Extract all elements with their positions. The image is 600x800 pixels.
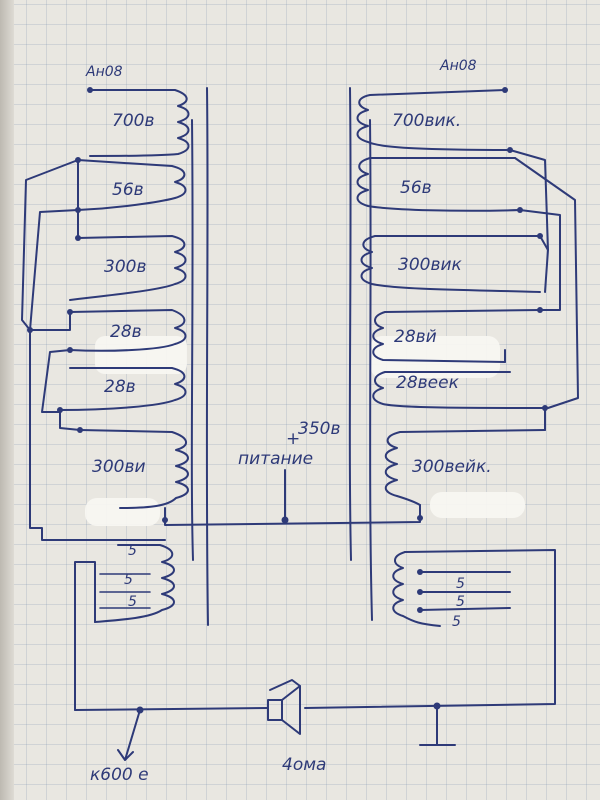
correction-patch-left-bottom bbox=[85, 498, 160, 526]
left-transformer-core bbox=[205, 87, 209, 626]
output-bus bbox=[74, 699, 556, 711]
right-winding-label-300: 300вик bbox=[398, 255, 463, 275]
left-coil-28-b bbox=[59, 367, 187, 411]
supply-bus bbox=[164, 504, 421, 526]
ground-icon bbox=[419, 705, 456, 746]
left-winding-label-300b: 300ви bbox=[92, 457, 146, 477]
output-left-label: к600 е bbox=[90, 765, 149, 785]
left-output-tap-2: 5 bbox=[124, 572, 133, 588]
right-winding-label-56: 56в bbox=[400, 178, 432, 198]
tube-label-left: Ан08 bbox=[85, 64, 123, 80]
output-right-label: 4ома bbox=[282, 755, 326, 775]
left-winding-label-28a: 28в bbox=[110, 322, 142, 342]
left-bus-outer bbox=[21, 159, 79, 331]
correction-patch-right bbox=[370, 336, 500, 378]
right-output-tap-3: 5 bbox=[452, 614, 461, 630]
right-output-coil bbox=[392, 549, 556, 701]
out-left-arrow bbox=[117, 709, 141, 761]
right-coil-300-b bbox=[384, 429, 546, 506]
supply-voltage-label: 350в bbox=[298, 419, 340, 439]
right-coil-700 bbox=[356, 89, 511, 151]
right-transformer-core-inner bbox=[369, 119, 373, 621]
correction-patch-left bbox=[95, 336, 187, 374]
left-winding-label-28b: 28в bbox=[104, 377, 136, 397]
left-coil-700 bbox=[89, 89, 190, 157]
left-winding-label-56: 56в bbox=[112, 180, 144, 200]
right-output-tap-2: 5 bbox=[456, 594, 465, 610]
right-winding-label-300b: 300вейк. bbox=[412, 457, 492, 477]
right-transformer-core bbox=[348, 87, 352, 561]
left-coil-28-a bbox=[69, 309, 187, 352]
right-coil-300 bbox=[360, 235, 541, 293]
right-winding-label-700: 700вик. bbox=[392, 111, 461, 131]
left-output-coil bbox=[74, 544, 175, 711]
page-fold-shadow bbox=[0, 0, 14, 800]
right-coil-28-b bbox=[372, 371, 546, 409]
left-winding-label-700: 700в bbox=[112, 111, 154, 131]
correction-patch-right-bottom bbox=[430, 492, 525, 518]
left-coil-56 bbox=[77, 159, 187, 211]
speaker-icon bbox=[267, 679, 301, 735]
supply-label: питание bbox=[238, 449, 313, 469]
left-output-tap-3: 5 bbox=[128, 594, 137, 610]
tube-label-right: Ан08 bbox=[439, 58, 477, 74]
right-coil-28-a bbox=[372, 309, 541, 363]
right-winding-label-28b: 28веек bbox=[396, 373, 460, 393]
supply-sign: + bbox=[286, 429, 300, 449]
left-coil-300 bbox=[69, 235, 187, 301]
right-coil-56 bbox=[356, 157, 521, 212]
left-transformer-core-inner bbox=[190, 119, 194, 561]
right-bus-wires bbox=[504, 149, 579, 431]
right-winding-label-28a: 28вй bbox=[394, 327, 437, 347]
left-winding-label-300: 300в bbox=[104, 257, 146, 277]
right-output-tap-1: 5 bbox=[456, 576, 465, 592]
left-output-tap-1: 5 bbox=[128, 543, 137, 559]
left-coil-300-b bbox=[79, 429, 189, 509]
